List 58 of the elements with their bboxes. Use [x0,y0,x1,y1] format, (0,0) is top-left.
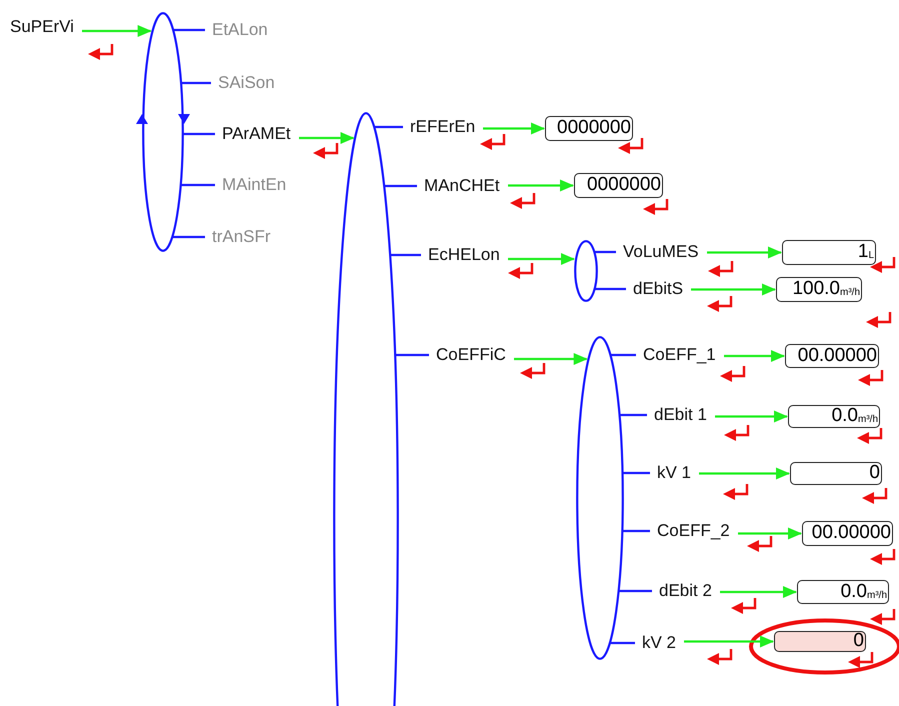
menu-item: SuPErVi [10,17,74,37]
connector-line [172,236,205,238]
arrow [691,284,776,296]
arrow [514,353,588,365]
menu-item: kV 2 [642,633,676,653]
value-display: 0 [774,631,866,652]
menu-item: kV 1 [657,463,692,483]
connector-line [594,288,626,290]
menu-item: CoEFFiC [436,345,506,365]
connector-line [622,472,650,474]
menu-loop-ellipse [574,240,598,302]
inactive-menu-item: EtALon [212,20,268,40]
arrow [299,132,354,144]
menu-item: dEbit 2 [659,581,712,601]
inactive-menu-item: MAintEn [222,175,286,195]
value-display: 00.00000 [785,344,879,368]
connector-line [594,250,616,254]
menu-item: dEbitS [633,279,684,299]
value-display: 0 [790,462,882,485]
connector-line [183,132,215,136]
value-display: 0000000 [574,173,663,198]
menu-item: CoEFF_2 [657,521,730,541]
connector-line [610,354,636,356]
arrow [82,25,152,37]
arrow [483,122,545,134]
menu-item: rEFErEn [410,117,476,137]
connector-line [390,254,421,256]
connector-line [618,590,652,592]
menu-loop-ellipse [576,336,624,660]
menu-item: PArAMEt [222,124,291,144]
connector-line [384,184,417,188]
connector-line [620,414,647,416]
arrow [699,468,790,480]
arrow [715,410,788,422]
menu-item: dEbit 1 [654,405,707,425]
menu-item: VoLuMES [623,242,699,262]
arrow [720,586,797,598]
connector-line [395,354,429,356]
arrow [684,636,774,648]
arrow [724,350,785,362]
arrow [508,180,574,192]
connector-line [181,82,211,84]
connector-line [374,126,403,128]
value-display: 00.00000 [802,521,893,546]
arrow [738,528,802,540]
connector-line [173,28,205,32]
value-display: 0000000 [545,116,633,141]
menu-item: CoEFF_1 [643,345,716,365]
arrow [707,246,782,258]
arrow [508,253,575,265]
menu-loop-ellipse [142,12,184,252]
inactive-menu-item: trAnSFr [212,227,271,247]
connector-line [610,642,635,644]
menu-item: EcHELon [428,245,500,265]
menu-item: MAnCHEt [424,176,500,196]
connector-line [180,184,215,186]
inactive-menu-item: SAiSon [218,73,275,93]
connector-line [622,530,650,532]
